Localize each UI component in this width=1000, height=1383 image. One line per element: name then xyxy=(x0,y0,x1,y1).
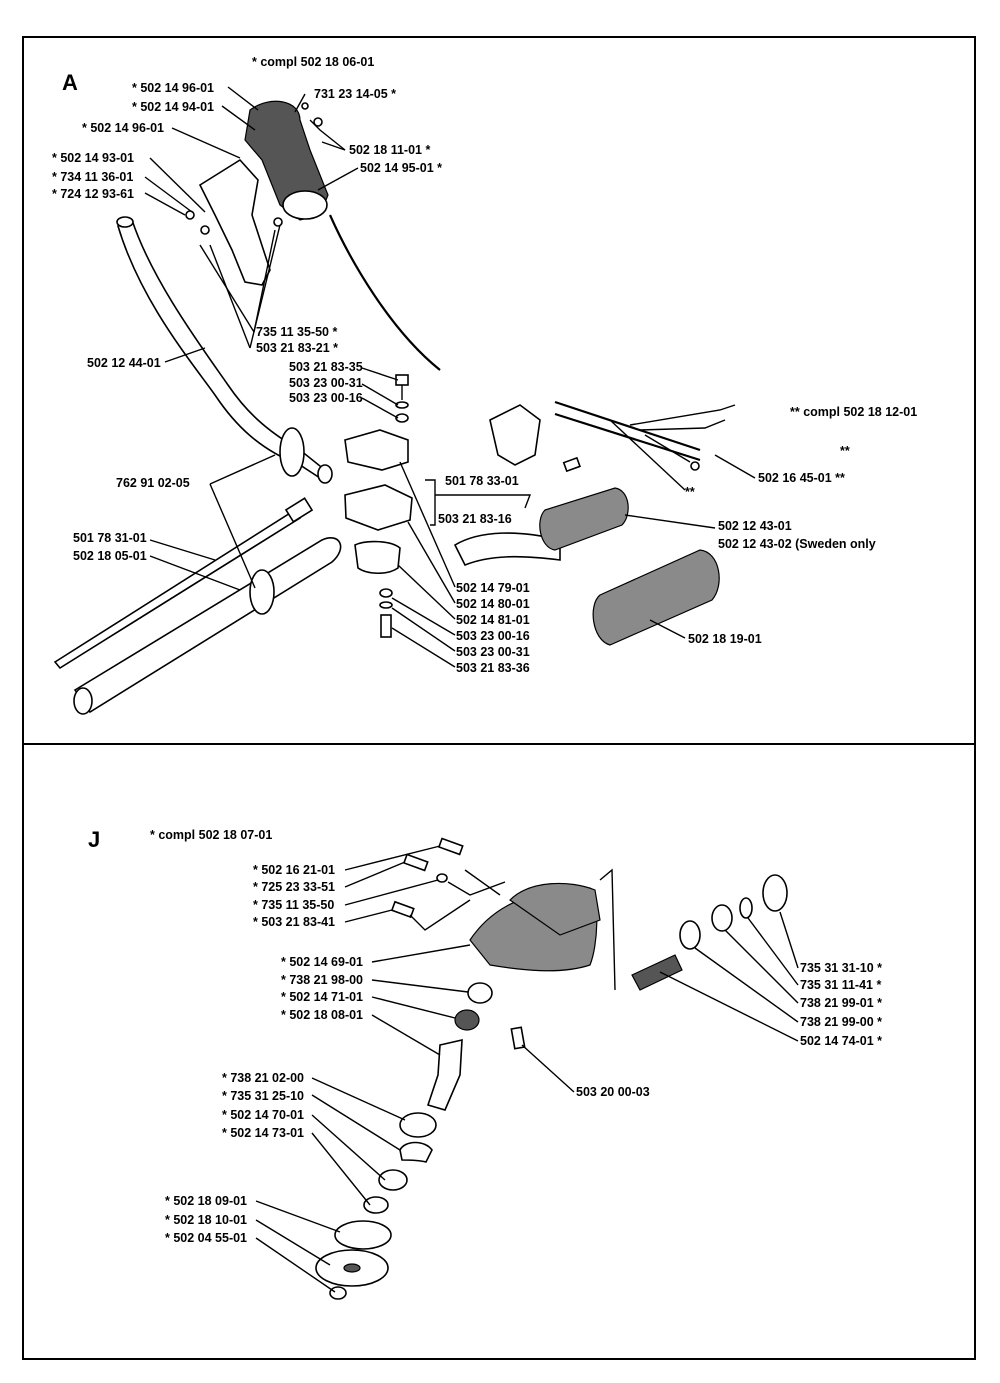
part-label: 502 16 45-01 ** xyxy=(758,471,845,485)
circlip xyxy=(762,874,788,912)
compl-label-j: * compl 502 18 07-01 xyxy=(150,828,273,842)
output-shaft xyxy=(426,1038,463,1111)
part-label: 735 31 11-41 * xyxy=(800,978,882,992)
part-label: 502 12 43-02 (Sweden only xyxy=(718,537,876,551)
part-label: * 502 14 96-01 xyxy=(82,121,165,135)
part-label: ** xyxy=(685,485,695,499)
part-label: 502 14 80-01 xyxy=(456,597,530,611)
part-label: * 502 14 96-01 xyxy=(132,81,215,95)
part-label: 503 21 83-36 xyxy=(456,661,530,675)
part-label: * 738 21 02-00 xyxy=(222,1071,305,1085)
part-label: 502 14 74-01 * xyxy=(800,1034,883,1048)
part-label: 503 23 00-16 xyxy=(456,629,530,643)
clamp-middle xyxy=(344,484,413,531)
handle-grip xyxy=(539,487,629,551)
part-label: 503 23 00-16 xyxy=(289,391,363,405)
part-label: * 724 12 93-61 xyxy=(52,187,135,201)
part-label: * 502 14 73-01 xyxy=(222,1126,305,1140)
tube-clamp-ring-2 xyxy=(249,569,275,615)
pinion-shaft xyxy=(631,954,683,991)
part-label: * 502 16 21-01 xyxy=(253,863,336,877)
part-label: * 738 21 98-00 xyxy=(281,973,364,987)
bearing-lower xyxy=(399,1112,437,1138)
part-label: 502 18 11-01 * xyxy=(349,143,431,157)
part-label: * 502 14 70-01 xyxy=(222,1108,305,1122)
part-label: * 502 14 94-01 xyxy=(132,100,215,114)
handle-grip-2 xyxy=(592,549,720,646)
part-label: * 735 31 25-10 xyxy=(222,1089,305,1103)
part-label: 502 12 43-01 xyxy=(718,519,792,533)
part-label: 501 78 31-01 xyxy=(73,531,147,545)
part-label: 503 23 00-31 xyxy=(456,645,530,659)
washer-disc xyxy=(334,1220,392,1250)
clamp-lower xyxy=(354,540,401,575)
part-label: 735 31 31-10 * xyxy=(800,961,883,975)
part-label: * 502 18 09-01 xyxy=(165,1194,248,1208)
part-label: * 502 14 93-01 xyxy=(52,151,135,165)
part-label: * 502 14 69-01 xyxy=(281,955,364,969)
bevel-gear xyxy=(454,1009,480,1031)
part-label: 502 12 44-01 xyxy=(87,356,161,370)
grip-collar xyxy=(282,190,328,220)
nut xyxy=(329,1286,347,1300)
compl-label-a2: ** compl 502 18 12-01 xyxy=(790,405,918,419)
part-label: 502 14 95-01 * xyxy=(360,161,443,175)
part-label: * 725 23 33-51 xyxy=(253,880,336,894)
part-label: 501 78 33-01 xyxy=(445,474,519,488)
part-label: 503 23 00-31 xyxy=(289,376,363,390)
part-label: 502 18 19-01 xyxy=(688,632,762,646)
right-handle-tube xyxy=(453,532,561,567)
part-label: * 502 18 10-01 xyxy=(165,1213,248,1227)
part-label: * 502 14 71-01 xyxy=(281,990,364,1004)
compl-label-a: * compl 502 18 06-01 xyxy=(252,55,375,69)
handle-tube-end xyxy=(116,216,134,228)
part-label: 502 14 79-01 xyxy=(456,581,530,595)
part-label: * 502 18 08-01 xyxy=(281,1008,364,1022)
part-label: ** xyxy=(840,444,850,458)
clamp-upper xyxy=(344,429,409,471)
part-label: 738 21 99-00 * xyxy=(800,1015,883,1029)
part-label: * 503 21 83-41 xyxy=(253,915,336,929)
bearing-upper xyxy=(467,982,493,1004)
part-label: 762 91 02-05 xyxy=(116,476,190,490)
part-label: 735 11 35-50 * xyxy=(256,325,338,339)
part-label: 738 21 99-01 * xyxy=(800,996,883,1010)
bearing-right-1 xyxy=(679,920,701,950)
part-label: * 502 04 55-01 xyxy=(165,1231,248,1245)
part-label: 731 23 14-05 * xyxy=(314,87,397,101)
part-label: 503 21 83-35 xyxy=(289,360,363,374)
shaft-tube xyxy=(73,537,342,714)
diagram-frame xyxy=(22,36,976,1360)
bearing-right-2 xyxy=(711,904,733,932)
throttle-housing xyxy=(198,158,271,286)
section-letter-j: J xyxy=(88,827,101,852)
part-label: * 734 11 36-01 xyxy=(52,170,134,184)
part-label: 503 21 83-21 * xyxy=(256,341,339,355)
part-label: 503 20 00-03 xyxy=(576,1085,650,1099)
section-divider xyxy=(22,743,976,745)
part-label: * 735 11 35-50 xyxy=(253,898,335,912)
tube-clamp-ring xyxy=(279,427,305,477)
handle-bracket xyxy=(489,404,541,466)
part-label: 502 18 05-01 xyxy=(73,549,147,563)
part-label: 502 14 81-01 xyxy=(456,613,530,627)
section-letter-a: A xyxy=(62,70,78,95)
part-label: 503 21 83-16 xyxy=(438,512,512,526)
